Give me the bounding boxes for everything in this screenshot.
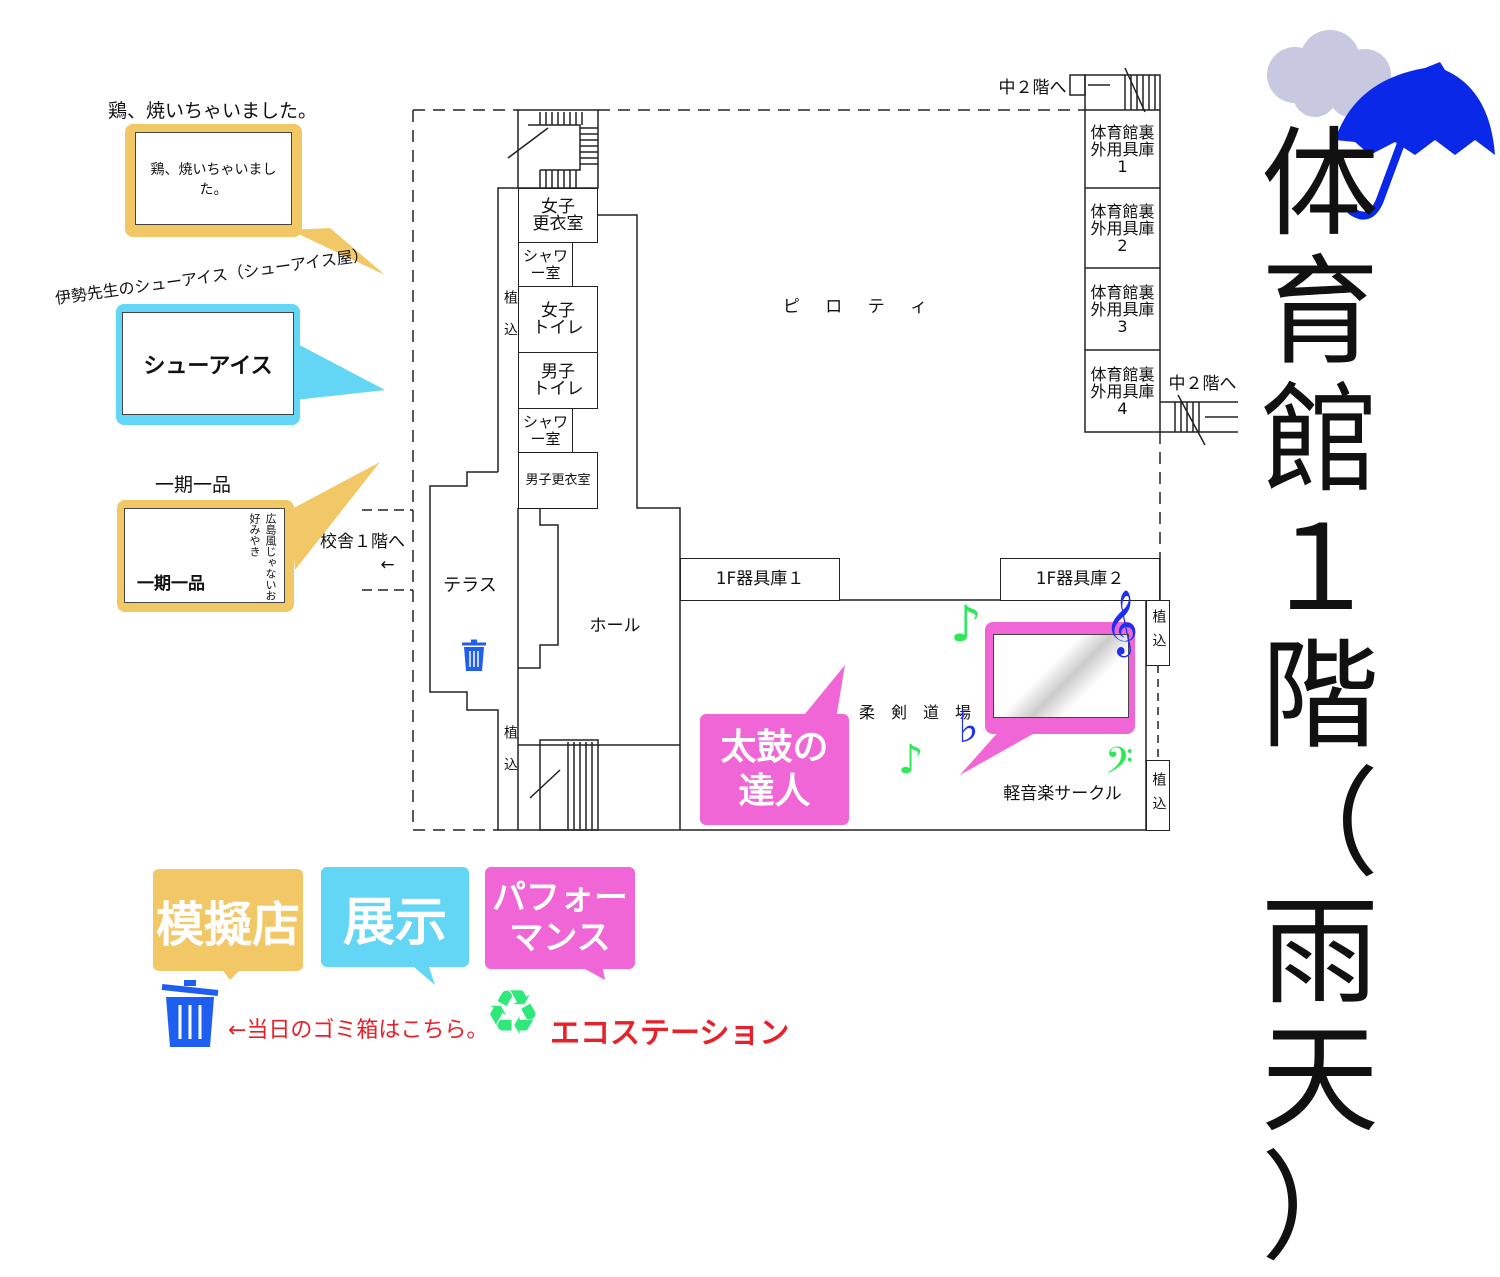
trash-note: ←当日のゴミ箱はこちら。 bbox=[228, 1018, 489, 1043]
room-girls-changing: 女子 更衣室 bbox=[518, 188, 598, 243]
planting-box: 植込 bbox=[1146, 600, 1170, 666]
to-school-label: 校舎１階へ bbox=[320, 532, 405, 552]
terrace-label: テラス bbox=[443, 575, 497, 596]
umbrella-icon bbox=[1335, 62, 1495, 220]
shop-picture: シューアイス bbox=[122, 312, 294, 415]
storage-2: 1F器具庫２ bbox=[1000, 558, 1160, 601]
cloud-icon bbox=[1267, 30, 1391, 117]
to-mezzanine-label: 中２階へ bbox=[1168, 374, 1237, 394]
storage-1: 1F器具庫１ bbox=[680, 558, 840, 601]
shop-card-chicken[interactable]: 鶏、焼いちゃいました。 bbox=[125, 124, 302, 237]
planting-label: 植込 bbox=[502, 725, 518, 789]
shop-card-shoe-ice[interactable]: シューアイス bbox=[116, 304, 300, 425]
gym-storage-1: 体育館裏 外用具庫 1 bbox=[1090, 123, 1155, 176]
page-title: 体育館 １ 階 （ 雨 天 ） bbox=[1260, 115, 1379, 1277]
to-mezzanine-label: 中２階へ bbox=[998, 78, 1067, 98]
music-note-icon: ♪ bbox=[898, 737, 924, 783]
room-shower-1: シャワ ー室 bbox=[518, 242, 573, 287]
shop-card-ichigo[interactable]: 一期一品 広島風じゃないお好みやき bbox=[117, 500, 294, 612]
shop-picture: 一期一品 広島風じゃないお好みやき bbox=[124, 508, 285, 603]
recycle-icon: ♻ bbox=[485, 976, 541, 1049]
callout-pointer bbox=[290, 228, 385, 570]
planting-box: 植込 bbox=[1146, 760, 1170, 831]
shop-title-chicken: 鶏、焼いちゃいました。 bbox=[108, 100, 318, 122]
taiko-event-badge[interactable]: 太鼓の 達人 bbox=[700, 714, 849, 825]
room-shower-2: シャワ ー室 bbox=[518, 408, 573, 453]
gym-storage-4: 体育館裏 外用具庫 4 bbox=[1090, 365, 1155, 418]
planting-label: 植込 bbox=[502, 290, 518, 354]
shop-title-ichigo: 一期一品 bbox=[155, 474, 232, 496]
picture-caption: 一期一品 bbox=[137, 574, 205, 594]
dojo-label: 柔 剣 道 場 bbox=[858, 703, 971, 722]
legend-shop: 模擬店 bbox=[153, 869, 303, 971]
trash-icon bbox=[462, 639, 486, 671]
bass-clef-icon: 𝄢 bbox=[1105, 740, 1134, 791]
room-girls-toilet: 女子 トイレ bbox=[518, 286, 598, 353]
music-circle-card[interactable] bbox=[985, 622, 1135, 734]
band-picture bbox=[993, 634, 1129, 718]
arrow-left-icon: ← bbox=[380, 555, 395, 575]
legend-exhibit: 展示 bbox=[321, 867, 469, 967]
trash-icon bbox=[161, 980, 219, 1047]
room-boys-changing: 男子更衣室 bbox=[518, 452, 598, 509]
flat-icon: ♭ bbox=[958, 702, 979, 753]
hall-label: ホール bbox=[589, 616, 641, 636]
gym-storage-3: 体育館裏 外用具庫 3 bbox=[1090, 283, 1155, 336]
room-boys-toilet: 男子 トイレ bbox=[518, 352, 598, 409]
eco-station-label: エコステーション bbox=[550, 1016, 790, 1051]
treble-clef-icon: 𝄞 bbox=[1105, 590, 1139, 655]
gym-storage-2: 体育館裏 外用具庫 2 bbox=[1090, 202, 1155, 255]
legend-performance: パフォー マンス bbox=[485, 867, 635, 969]
picture-subtext: 広島風じゃないお好みやき bbox=[248, 513, 277, 601]
music-circle-label: 軽音楽サークル bbox=[1003, 784, 1122, 804]
music-note-icon: ♪ bbox=[950, 595, 982, 653]
floor-plan bbox=[362, 67, 1238, 831]
shop-picture: 鶏、焼いちゃいました。 bbox=[135, 132, 292, 225]
callout-pointer bbox=[800, 665, 1040, 775]
piloti-label: ピ ロ テ ィ bbox=[782, 297, 938, 317]
